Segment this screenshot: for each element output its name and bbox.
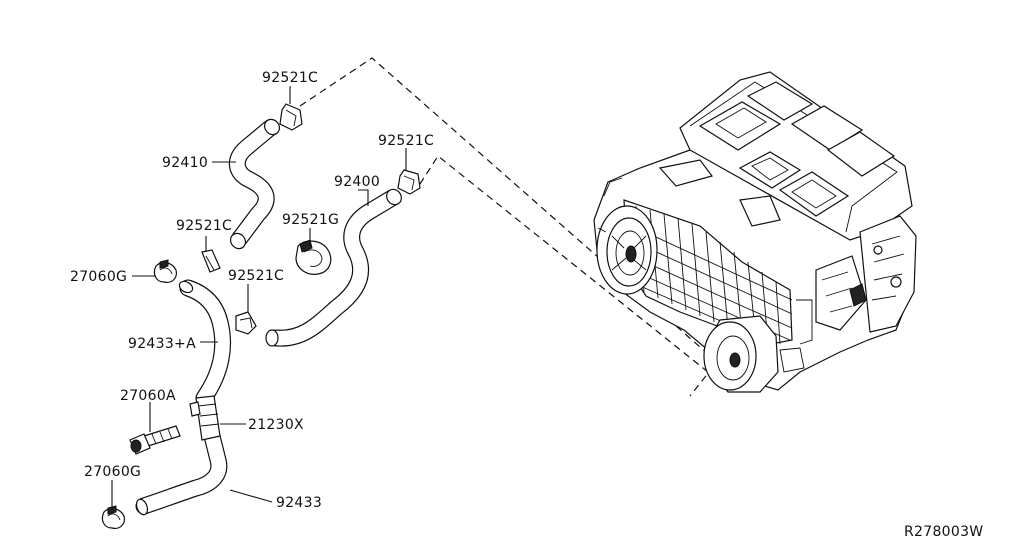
label-clip-92521c-upper-right: 92521C	[378, 133, 434, 149]
label-clip-92521c-top: 92521C	[262, 70, 318, 86]
clip-92521c-left-mid	[201, 249, 221, 273]
clip-92521c-lower-mid	[235, 311, 257, 335]
label-clamp-27060g-lower: 27060G	[84, 464, 141, 480]
label-clamp-92521g: 92521G	[282, 212, 339, 228]
water-valve-21230x	[189, 395, 221, 441]
clip-92521c-top	[279, 103, 303, 131]
label-clip-92521c-lower-mid: 92521C	[228, 268, 284, 284]
clamp-92521g	[295, 239, 332, 275]
label-hose-92433-a: 92433+A	[128, 336, 196, 352]
heater-hose-92433-a	[178, 279, 232, 407]
label-hose-92400: 92400	[334, 174, 380, 190]
label-hose-92410: 92410	[162, 155, 208, 171]
part-number-labels: 92521C 92410 92521C 92400 92521C 92521G …	[70, 70, 983, 540]
heater-unit-assembly	[593, 71, 917, 393]
heater-hose-92433	[135, 427, 228, 516]
drawing-code: R278003W	[904, 524, 983, 540]
clamp-27060g-upper	[153, 259, 177, 283]
label-clip-92521c-left-mid: 92521C	[176, 218, 232, 234]
clip-92521c-upper-right	[397, 169, 421, 195]
label-clamp-27060g-upper: 27060G	[70, 269, 127, 285]
label-leader-lines	[111, 86, 407, 510]
label-valve-21230x: 21230X	[248, 417, 304, 433]
label-clamp-27060a: 27060A	[120, 388, 176, 404]
heater-hose-92400	[265, 188, 402, 347]
clamp-27060g-lower	[101, 505, 125, 529]
label-hose-92433: 92433	[276, 495, 322, 511]
clamp-27060a-bolt	[129, 425, 181, 455]
heater-hose-92410	[228, 118, 281, 250]
